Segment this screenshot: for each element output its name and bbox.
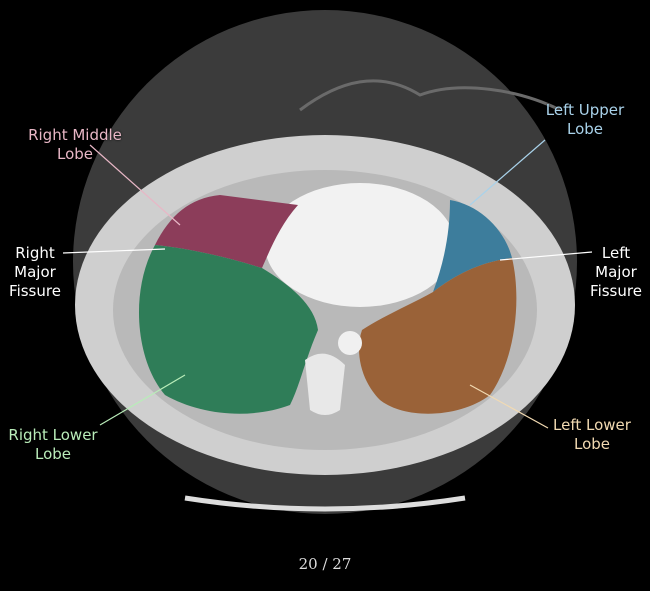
label-line: Lobe [34, 445, 72, 463]
label-line: Left Upper [545, 101, 625, 119]
label-line: Lobe [566, 120, 604, 138]
label-line: Fissure [9, 282, 61, 300]
slide-counter: 20 / 27 [298, 555, 352, 573]
patient-table [184, 495, 466, 512]
label-left-major-fissure: Left Major Fissure [582, 244, 650, 301]
label-line: Fissure [590, 282, 642, 300]
label-line: Major [595, 263, 637, 281]
label-right-major-fissure: Right Major Fissure [0, 244, 70, 301]
label-line: Right Middle [28, 126, 122, 144]
label-line: Left Lower [553, 416, 631, 434]
pointer-right-major-fissure [62, 248, 166, 254]
left-lower-lobe [359, 258, 517, 414]
left-upper-lobe [433, 200, 512, 292]
label-line: Lobe [573, 435, 611, 453]
right-middle-lobe [155, 195, 298, 268]
skin-fold [299, 79, 561, 112]
label-left-lower-lobe: Left Lower Lobe [546, 416, 638, 454]
pointer-right-middle-lobe [89, 144, 181, 226]
label-line: Major [14, 263, 56, 281]
label-right-lower-lobe: Right Lower Lobe [0, 426, 106, 464]
pointer-left-lower-lobe [469, 384, 549, 429]
label-right-middle-lobe: Right Middle Lobe [5, 126, 145, 164]
label-line: Right Lower [8, 426, 98, 444]
pointer-left-upper-lobe [469, 139, 546, 206]
pointer-left-major-fissure [499, 251, 593, 261]
aorta [338, 331, 362, 355]
label-line: Lobe [56, 145, 94, 163]
label-left-upper-lobe: Left Upper Lobe [530, 101, 640, 139]
label-line: Left [601, 244, 631, 262]
label-line: Right [15, 244, 55, 262]
right-lower-lobe [138, 245, 318, 414]
pointer-right-lower-lobe [99, 374, 186, 426]
mediastinum [265, 183, 455, 307]
spine [305, 353, 345, 415]
